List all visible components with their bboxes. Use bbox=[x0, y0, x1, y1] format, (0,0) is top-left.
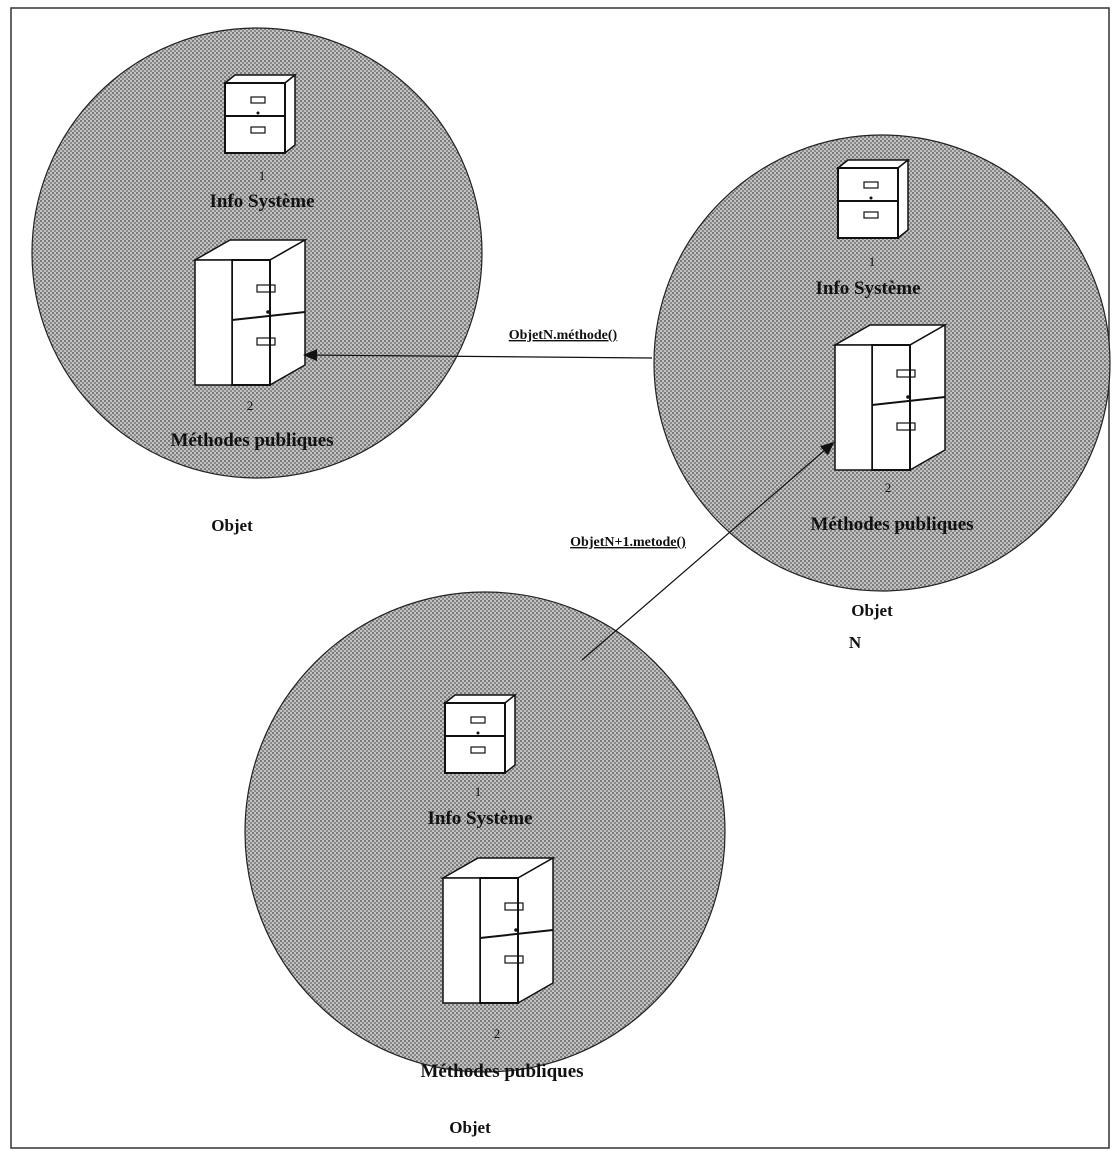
object-bottom-label: Objet bbox=[449, 1118, 491, 1137]
large-cabinet-label: Méthodes publiques bbox=[420, 1061, 583, 1082]
small-file-cabinet-icon bbox=[222, 73, 298, 155]
object-circle bbox=[244, 591, 726, 1073]
arrow-line bbox=[581, 441, 835, 661]
large-cabinet-label: Méthodes publiques bbox=[170, 430, 333, 451]
large-file-cabinet-icon bbox=[192, 238, 308, 387]
arrow-call-n: ObjetN.méthode() bbox=[303, 328, 653, 362]
arrow-line bbox=[303, 349, 653, 362]
large-cabinet-number: 2 bbox=[494, 1026, 501, 1041]
large-file-cabinet-icon bbox=[440, 856, 556, 1005]
small-file-cabinet-icon bbox=[442, 693, 518, 775]
small-cabinet-number: 1 bbox=[259, 168, 266, 183]
small-cabinet-label: Info Système bbox=[427, 808, 532, 829]
small-cabinet-number: 1 bbox=[869, 254, 876, 269]
small-file-cabinet-icon bbox=[835, 158, 911, 240]
small-cabinet-label: Info Système bbox=[815, 278, 920, 299]
object-right: 1 Info Système 2 Méthodes publiques bbox=[653, 134, 1111, 592]
object-right-sublabel: N bbox=[849, 633, 862, 652]
arrow-label: ObjetN+1.metode() bbox=[570, 535, 686, 550]
diagram-border bbox=[10, 7, 1110, 1149]
small-cabinet-label: Info Système bbox=[209, 191, 314, 212]
small-cabinet-number: 1 bbox=[475, 784, 482, 799]
arrow-label: ObjetN.méthode() bbox=[509, 328, 618, 343]
arrow-call-n1: ObjetN+1.metode() bbox=[570, 441, 835, 661]
object-right-label: Objet bbox=[851, 601, 893, 620]
object-bottom: 1 Info Système 2 Méthodes publiques bbox=[244, 591, 726, 1082]
object-left: 1 Info Système 2 Méthodes publiques bbox=[31, 27, 483, 479]
large-file-cabinet-icon bbox=[832, 323, 948, 472]
large-cabinet-label: Méthodes publiques bbox=[810, 514, 973, 535]
object-left-label: Objet bbox=[211, 516, 253, 535]
large-cabinet-number: 2 bbox=[885, 480, 892, 495]
large-cabinet-number: 2 bbox=[247, 398, 254, 413]
